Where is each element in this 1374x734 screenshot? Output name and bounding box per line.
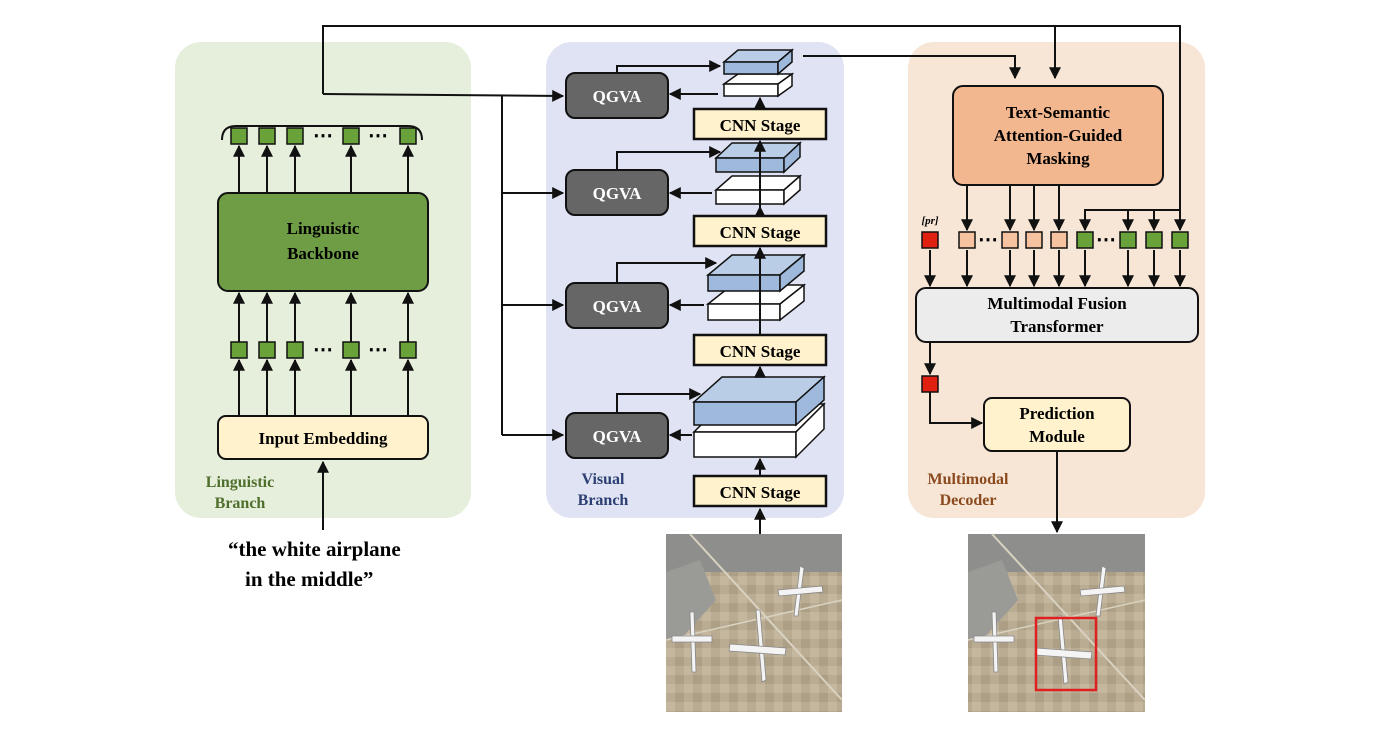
token-bracket [221, 125, 423, 141]
masking-label-line1: Text-Semantic [1006, 103, 1111, 122]
linguistic-token [1145, 231, 1163, 249]
backbone-input-arrows [233, 291, 414, 342]
linguistic-to-qgva-connectors [322, 89, 565, 441]
qgva-label: QGVA [593, 297, 643, 316]
visual-branch: QGVA CNN Stage QGVA CNN Stage [565, 48, 828, 509]
decoder-label-line1: Multimodal [928, 471, 1009, 488]
query-text-line1: “the white airplane [228, 537, 401, 561]
feature-map-stack [692, 375, 826, 459]
qgva-label: QGVA [593, 184, 643, 203]
linguistic-branch-label-line1: Linguistic [206, 474, 274, 491]
output-token [258, 127, 276, 145]
embedding-token [258, 341, 276, 359]
masked-visual-token [1025, 231, 1043, 249]
token-ellipsis: ⋯ [978, 229, 998, 251]
predicted-bounding-box [1034, 616, 1098, 692]
masking-label-line2: Attention-Guided [994, 126, 1123, 145]
embedding-token [230, 341, 248, 359]
token-ellipsis: ⋯ [368, 125, 388, 147]
backbone-output-arrows [233, 144, 414, 193]
token-ellipsis: ⋯ [313, 125, 333, 147]
embedding-token-row: ⋯ ⋯ [230, 339, 417, 361]
fusion-input-arrows [924, 250, 1186, 288]
output-aerial-image [967, 533, 1146, 712]
qgva-to-feature-arrow [616, 60, 722, 73]
masking-label-line3: Masking [1026, 149, 1090, 168]
masked-visual-token [1050, 231, 1068, 249]
linguistic-backbone-label-line1: Linguistic [287, 219, 360, 238]
token-to-prediction-arrow [929, 392, 984, 429]
token-ellipsis: ⋯ [313, 339, 333, 361]
linguistic-backbone-box [217, 192, 429, 292]
prediction-label-line2: Module [1029, 427, 1085, 446]
cnn-stage-box [692, 107, 828, 141]
cnn-stage-box [692, 474, 828, 508]
visual-branch-label-line1: Visual [582, 471, 626, 488]
cnn-stage-label: CNN Stage [720, 342, 801, 361]
linguistic-feature-arrows [1079, 209, 1186, 232]
output-token [286, 127, 304, 145]
output-token-row: ⋯ ⋯ [230, 125, 417, 147]
cnn-stage-label: CNN Stage [720, 483, 801, 502]
top-connection-lines [322, 25, 1181, 230]
output-token [230, 127, 248, 145]
decoder-label-line2: Decoder [940, 492, 997, 509]
cnn-stage-box [692, 333, 828, 367]
output-token [342, 127, 360, 145]
masking-output-arrows [961, 185, 1065, 232]
embedding-token [399, 341, 417, 359]
visual-branch-label-line2: Branch [578, 492, 629, 509]
multimodal-decoder: Text-Semantic Attention-Guided Masking [… [915, 85, 1199, 534]
token-ellipsis: ⋯ [368, 339, 388, 361]
linguistic-token [1119, 231, 1137, 249]
fusion-label-line2: Transformer [1010, 317, 1104, 336]
cnn-stage-label: CNN Stage [720, 223, 801, 242]
input-aerial-image [665, 533, 843, 712]
linguistic-branch-label-line2: Branch [215, 495, 266, 512]
query-text-line2: in the middle” [245, 567, 373, 591]
linguistic-backbone-label-line2: Backbone [287, 244, 359, 263]
linguistic-token [1076, 231, 1094, 249]
feature-map-stack [705, 253, 807, 322]
output-token [399, 127, 417, 145]
pr-token [921, 231, 939, 249]
input-embedding-label: Input Embedding [259, 429, 388, 448]
pr-token-label: [pr] [921, 215, 938, 227]
input-embedding-box [217, 415, 429, 460]
feature-map-stack [721, 48, 795, 98]
fusion-label-line1: Multimodal Fusion [987, 294, 1127, 313]
linguistic-token [1171, 231, 1189, 249]
qgva-to-feature-arrow [616, 257, 718, 283]
linguistic-branch: ⋯ ⋯ Linguistic Backbone [206, 125, 429, 530]
token-ellipsis: ⋯ [1096, 229, 1116, 251]
masked-visual-token [1001, 231, 1019, 249]
embedding-token [342, 341, 360, 359]
cnn-stage-box [692, 214, 828, 248]
fusion-input-token-row: ⋯ ⋯ [958, 229, 1189, 251]
embedding-output-arrows [233, 358, 414, 416]
qgva-label: QGVA [593, 87, 643, 106]
prediction-label-line1: Prediction [1019, 404, 1095, 423]
fusion-transformer-box [915, 287, 1199, 343]
output-pr-token [921, 375, 939, 393]
masked-visual-token [958, 231, 976, 249]
qgva-label: QGVA [593, 427, 643, 446]
qgva-to-feature-arrow [616, 146, 722, 170]
qgva-to-feature-arrow [616, 388, 702, 413]
embedding-token [286, 341, 304, 359]
cnn-stage-label: CNN Stage [720, 116, 801, 135]
